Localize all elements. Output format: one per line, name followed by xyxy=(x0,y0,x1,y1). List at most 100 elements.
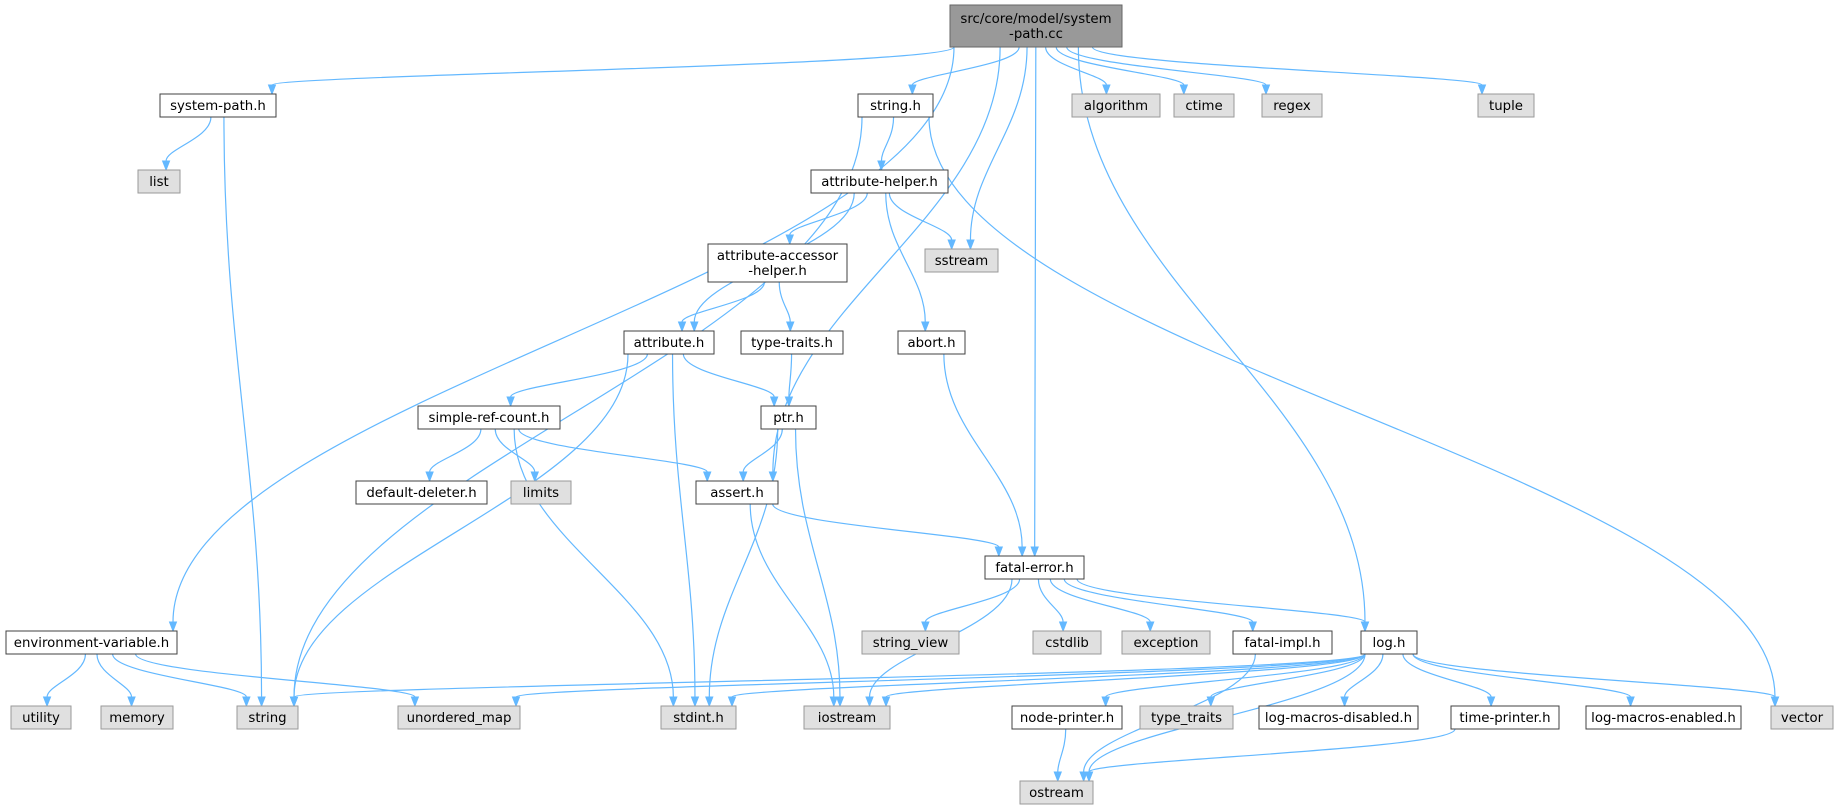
node-label: attribute-helper.h xyxy=(821,175,938,190)
node-root[interactable]: src/core/model/system-path.cc xyxy=(949,4,1123,48)
edge-arrowhead xyxy=(1017,546,1027,558)
node-label: default-deleter.h xyxy=(366,486,476,501)
edge-line xyxy=(293,116,863,698)
node-box xyxy=(510,480,572,505)
edge-arrowhead xyxy=(921,621,930,633)
edge-environment-variable-h-to-unordered-map xyxy=(135,653,420,708)
node-box xyxy=(159,93,277,118)
node-box xyxy=(1019,780,1094,805)
edge-line xyxy=(885,653,1366,698)
node-label: assert.h xyxy=(710,486,764,501)
node-box xyxy=(1032,630,1102,655)
node-label: type-traits.h xyxy=(751,336,833,351)
node-label: stdint.h xyxy=(673,711,724,726)
node-box xyxy=(417,405,561,430)
edge-line xyxy=(969,46,1028,241)
edge-environment-variable-h-to-utility xyxy=(42,653,87,708)
edge-line xyxy=(515,653,1366,698)
edge-line xyxy=(1063,578,1254,623)
node-log-macros-enabled-h[interactable]: log-macros-enabled.h xyxy=(1585,705,1742,730)
node-fatal-impl-h[interactable]: fatal-impl.h xyxy=(1232,630,1333,655)
node-fatal-error-h[interactable]: fatal-error.h xyxy=(984,555,1085,580)
edge-arrowhead xyxy=(1058,621,1068,633)
edge-log-h-to-log-macros-disabled-h xyxy=(1340,653,1384,708)
edge-arrowhead xyxy=(947,239,956,251)
node-ostream: ostream xyxy=(1019,780,1094,805)
edge-line xyxy=(789,192,868,236)
node-utility: utility xyxy=(10,705,72,730)
edge-line xyxy=(911,46,1020,86)
edge-root-to-regex xyxy=(1066,46,1271,96)
edge-line xyxy=(1066,46,1267,86)
node-box xyxy=(10,705,72,730)
node-label: utility xyxy=(22,711,60,726)
edge-line xyxy=(1049,578,1151,623)
edge-arrowhead xyxy=(966,239,975,251)
node-ctime: ctime xyxy=(1173,93,1235,118)
node-label: type_traits xyxy=(1151,711,1222,726)
edge-line xyxy=(924,578,1021,623)
node-log-h[interactable]: log.h xyxy=(1360,630,1418,655)
node-abort-h[interactable]: abort.h xyxy=(897,330,966,355)
node-attribute-h[interactable]: attribute.h xyxy=(623,330,715,355)
edge-abort-h-to-fatal-error-h xyxy=(943,353,1027,558)
node-default-deleter-h[interactable]: default-deleter.h xyxy=(355,480,488,505)
edge-arrowhead xyxy=(1030,546,1039,558)
edge-arrowhead xyxy=(1261,84,1271,96)
edge-line xyxy=(682,353,775,398)
edge-fatal-error-h-to-cstdlib xyxy=(1037,578,1068,633)
edge-line xyxy=(172,46,955,623)
node-box xyxy=(861,630,960,655)
edge-arrowhead xyxy=(1084,771,1094,783)
edge-line xyxy=(1077,46,1366,623)
node-label: limits xyxy=(523,486,559,501)
node-simple-ref-count-h[interactable]: simple-ref-count.h xyxy=(417,405,561,430)
edge-root-to-fatal-error-h xyxy=(1030,46,1039,558)
node-environment-variable-h[interactable]: environment-variable.h xyxy=(5,630,178,655)
edge-line xyxy=(681,281,766,323)
edge-arrowhead xyxy=(1179,84,1189,96)
edge-attribute-helper-h-to-sstream xyxy=(888,192,956,251)
node-time-printer-h[interactable]: time-printer.h xyxy=(1450,705,1560,730)
node-type-traits-h[interactable]: type-traits.h xyxy=(740,330,844,355)
node-log-macros-disabled-h[interactable]: log-macros-disabled.h xyxy=(1258,705,1419,730)
node-stdint-h: stdint.h xyxy=(660,705,737,730)
node-node-printer-h[interactable]: node-printer.h xyxy=(1011,705,1123,730)
node-box xyxy=(1011,705,1123,730)
edge-line xyxy=(223,116,263,698)
node-label: abort.h xyxy=(907,336,955,351)
edge-arrowhead xyxy=(168,621,178,633)
edge-log-h-to-node-printer-h xyxy=(1101,653,1366,708)
node-label: algorithm xyxy=(1084,99,1148,114)
node-ptr-h[interactable]: ptr.h xyxy=(760,405,817,430)
node-box xyxy=(1360,630,1418,655)
edge-string-h-to-attribute-helper-h xyxy=(877,116,895,172)
node-label: cstdlib xyxy=(1045,636,1089,651)
edge-line xyxy=(293,653,1366,698)
edge-arrowhead xyxy=(127,696,136,708)
edge-line xyxy=(742,428,783,473)
node-label: regex xyxy=(1273,99,1311,114)
edge-line xyxy=(510,353,648,398)
edge-arrowhead xyxy=(703,471,712,483)
node-assert-h[interactable]: assert.h xyxy=(695,480,779,505)
edge-arrowhead xyxy=(785,234,794,246)
edge-node-printer-h-to-ostream xyxy=(1053,728,1067,783)
node-attribute-accessor-helper-h[interactable]: attribute-accessor-helper.h xyxy=(707,243,848,283)
node-box xyxy=(397,705,521,730)
node-label: environment-variable.h xyxy=(14,636,169,651)
edge-root-to-algorithm xyxy=(1045,46,1111,96)
edge-arrowhead xyxy=(1486,696,1496,708)
edge-arrowhead xyxy=(881,696,891,708)
edge-arrowhead xyxy=(994,546,1004,558)
node-box xyxy=(1450,705,1560,730)
edge-line xyxy=(293,353,629,698)
edge-line xyxy=(880,116,895,162)
node-attribute-helper-h[interactable]: attribute-helper.h xyxy=(810,169,949,194)
node-box xyxy=(810,169,949,194)
edge-attribute-accessor-helper-h-to-type-traits-h xyxy=(778,281,795,333)
edge-arrowhead xyxy=(669,696,678,708)
node-system-path-h[interactable]: system-path.h xyxy=(159,93,277,118)
node-box xyxy=(924,248,999,273)
node-string-h[interactable]: string.h xyxy=(857,93,934,118)
